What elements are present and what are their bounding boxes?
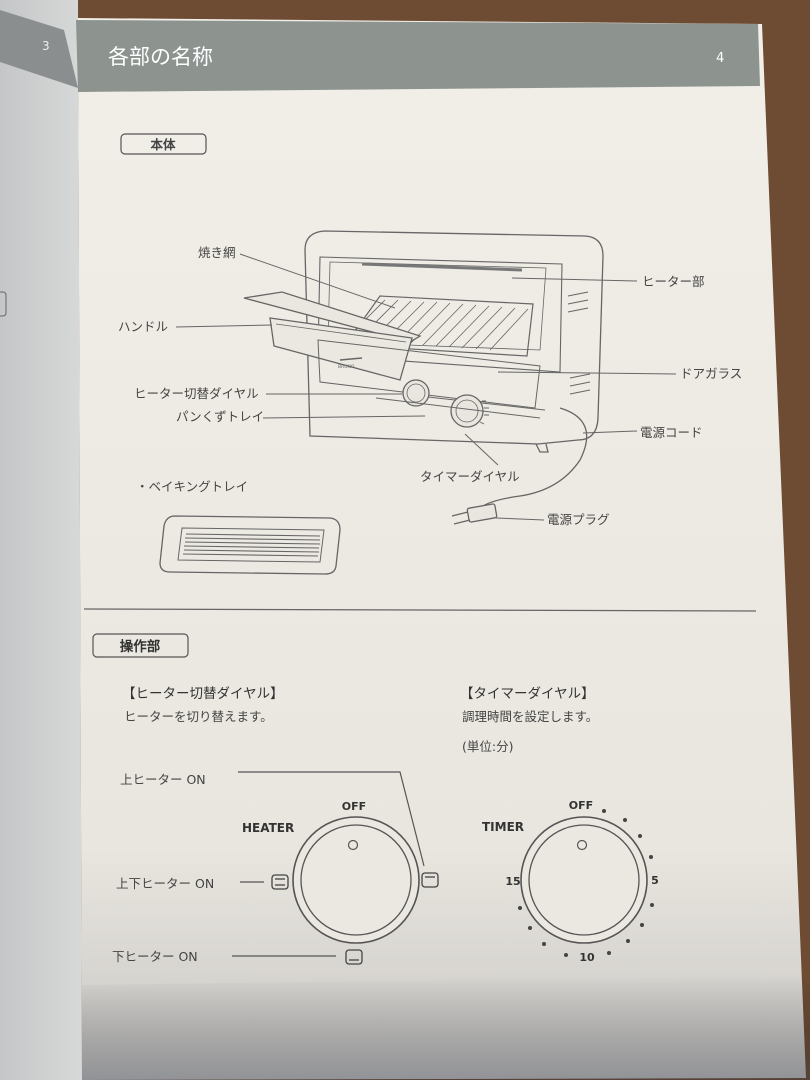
callout-baking-tray: ・ベイキングトレイ <box>136 479 248 494</box>
callout-timer-dial: タイマーダイヤル <box>420 469 520 484</box>
left-page: 3 <box>0 0 82 1080</box>
body-badge-label: 本体 <box>150 137 176 152</box>
mode-both-label: 上下ヒーター ON <box>116 876 214 891</box>
mode-upper-icon <box>421 872 439 888</box>
callout-heater-part: ヒーター部 <box>642 274 705 289</box>
callout-handle: ハンドル <box>118 319 168 334</box>
heater-off-label: OFF <box>342 800 366 813</box>
ops-badge-label: 操作部 <box>120 638 161 655</box>
heater-dial: OFF HEATER 上ヒーター ON 上下ヒーター ON 下ヒーター ON <box>112 771 439 965</box>
section-divider <box>83 608 757 612</box>
callout-power-cord: 電源コード <box>640 425 703 440</box>
header-page-number: 4 <box>716 51 724 66</box>
brand-mark: BRUNO <box>338 364 355 370</box>
timer-mark-5: 5 <box>651 874 659 887</box>
timer-off-label: OFF <box>569 799 593 812</box>
timer-dial-description: 調理時間を設定します。 <box>462 709 598 724</box>
heater-dial-pointer <box>347 839 359 851</box>
left-page-number: 3 <box>42 39 50 53</box>
timer-dial-pointer <box>576 839 588 851</box>
timer-dial: TIMER OFF 5 10 15 <box>482 799 659 964</box>
heater-dial-description: ヒーターを切り替えます。 <box>124 709 273 724</box>
toaster-illustration <box>243 230 604 525</box>
photo-shadow <box>82 975 810 1080</box>
callout-door-glass: ドアガラス <box>680 366 742 381</box>
main-page: 各部の名称 4 本体 <box>76 18 810 1080</box>
timer-mark-10: 10 <box>579 951 595 964</box>
baking-tray-illustration <box>159 515 341 575</box>
callout-yakiami: 焼き網 <box>198 245 236 260</box>
timer-tick-dots <box>518 809 654 957</box>
timer-dial-title: 【タイマーダイヤル】 <box>460 686 595 702</box>
timer-dial-unit: (単位:分) <box>462 739 513 754</box>
body-section-badge <box>120 133 207 155</box>
mode-lower-icon <box>345 949 363 965</box>
callout-lines <box>175 253 677 521</box>
heater-dial-title: 【ヒーター切替ダイヤル】 <box>122 686 284 702</box>
timer-dial-label: TIMER <box>482 820 524 834</box>
page-title: 各部の名称 <box>108 45 213 69</box>
mode-both-icon <box>271 874 289 890</box>
ops-section-badge <box>92 633 189 658</box>
callout-plug: 電源プラグ <box>547 512 610 527</box>
timer-mark-15: 15 <box>505 875 520 888</box>
callout-heater-dial: ヒーター切替ダイヤル <box>134 386 259 401</box>
mode-lower-label: 下ヒーター ON <box>112 949 198 964</box>
callout-crumb-tray: パンくずトレイ <box>176 409 264 424</box>
heater-dial-label: HEATER <box>242 821 294 835</box>
mode-upper-label: 上ヒーター ON <box>120 772 206 787</box>
header-bar <box>76 20 760 92</box>
